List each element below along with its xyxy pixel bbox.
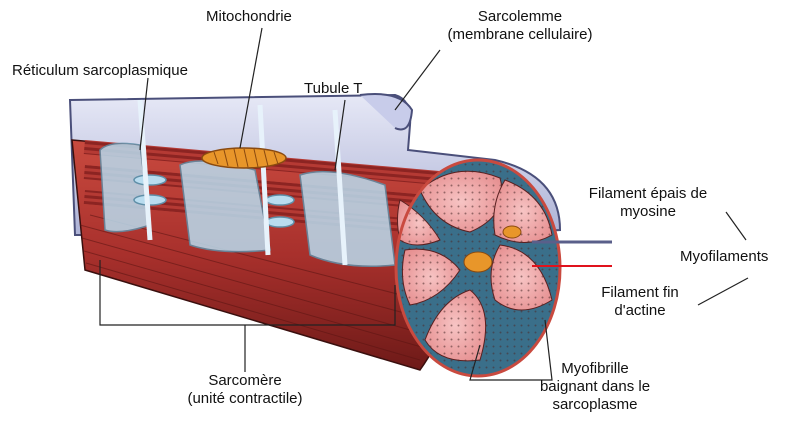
label-sarcolemme-line2: (membrane cellulaire): [415, 26, 625, 44]
mitochondria: [202, 148, 286, 168]
label-sarcolemme: Sarcolemme (membrane cellulaire): [415, 8, 625, 44]
label-myofibrille: Myofibrille baignant dans le sarcoplasme: [520, 360, 670, 414]
label-filament-epais-line2: myosine: [558, 203, 738, 221]
label-sarcolemme-line1: Sarcolemme: [415, 8, 625, 26]
label-sarcomere-line2: (unité contractile): [150, 390, 340, 408]
label-mitochondrie: Mitochondrie: [206, 8, 292, 26]
label-filament-fin-line2: d'actine: [570, 302, 710, 320]
label-reticulum: Réticulum sarcoplasmique: [12, 62, 188, 80]
label-sarcomere-line1: Sarcomère: [150, 372, 340, 390]
label-filament-epais: Filament épais de myosine: [558, 185, 738, 221]
label-tubule-t: Tubule T: [304, 80, 362, 98]
label-myofibrille-line1: Myofibrille: [520, 360, 670, 378]
label-sarcomere: Sarcomère (unité contractile): [150, 372, 340, 408]
label-filament-fin: Filament fin d'actine: [570, 284, 710, 320]
cross-section: [396, 160, 560, 376]
label-filament-epais-line1: Filament épais de: [558, 185, 738, 203]
label-myofibrille-line2: baignant dans le: [520, 378, 670, 396]
label-filament-fin-line1: Filament fin: [570, 284, 710, 302]
label-myofibrille-line3: sarcoplasme: [520, 396, 670, 414]
label-myofilaments: Myofilaments: [680, 248, 768, 266]
